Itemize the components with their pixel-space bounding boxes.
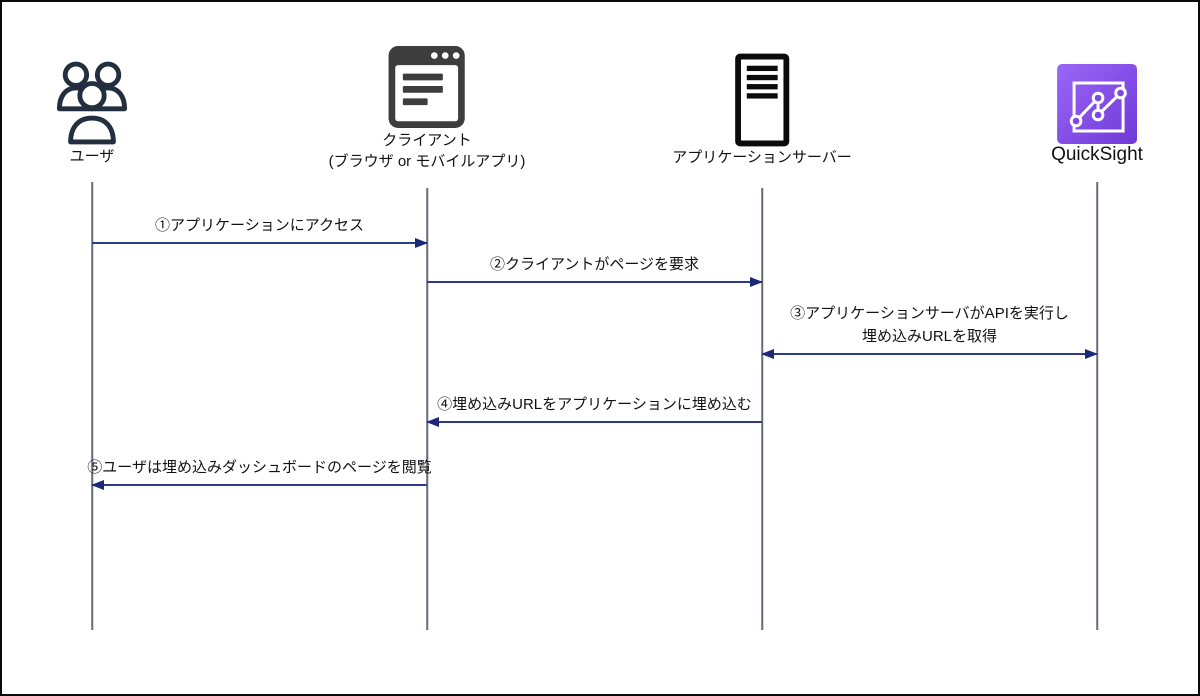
lifeline-user xyxy=(91,182,93,630)
arrowhead-right-icon xyxy=(750,277,763,287)
server-icon xyxy=(734,53,790,147)
arrowhead-left-icon xyxy=(426,417,439,427)
message-1: ①アプリケーションにアクセス xyxy=(92,217,428,248)
browser-icon xyxy=(388,46,466,128)
message-3: ③アプリケーションサーバがAPIを実行し 埋め込みURLを取得 xyxy=(761,305,1098,359)
message-5: ⑤ユーザは埋め込みダッシュボードのページを閲覧 xyxy=(87,459,432,490)
actor-client-sublabel: (ブラウザ or モバイルアプリ) xyxy=(328,153,526,170)
arrowhead-left-icon xyxy=(761,349,774,359)
message-2-line xyxy=(427,281,762,283)
message-4: ④埋め込みURLをアプリケーションに埋め込む xyxy=(426,396,762,427)
lifeline-client xyxy=(426,188,428,630)
message-3-label: ③アプリケーションサーバがAPIを実行し 埋め込みURLを取得 xyxy=(790,302,1069,348)
arrowhead-left-icon xyxy=(91,480,104,490)
message-2: ②クライアントがページを要求 xyxy=(427,256,763,287)
lifeline-quicksight xyxy=(1096,182,1098,630)
actor-app-server-label: アプリケーションサーバー xyxy=(672,149,852,166)
actor-quicksight: QuickSight xyxy=(1051,64,1143,166)
message-5-label: ⑤ユーザは埋め込みダッシュボードのページを閲覧 xyxy=(87,459,432,476)
message-1-label: ①アプリケーションにアクセス xyxy=(155,217,364,234)
message-3-label-line2: 埋め込みURLを取得 xyxy=(861,328,998,345)
actor-quicksight-label: QuickSight xyxy=(1051,144,1143,165)
users-icon xyxy=(56,61,128,145)
actor-user: ユーザ xyxy=(55,58,129,167)
message-4-label: ④埋め込みURLをアプリケーションに埋め込む xyxy=(437,396,752,413)
actor-user-label: ユーザ xyxy=(69,148,115,165)
message-1-line xyxy=(92,242,427,244)
message-5-line xyxy=(92,484,427,486)
quicksight-icon xyxy=(1057,64,1137,144)
arrowhead-right-icon xyxy=(415,238,428,248)
actor-app-server: アプリケーションサーバー xyxy=(672,53,852,168)
message-4-line xyxy=(427,421,762,423)
message-3-label-line1: ③アプリケーションサーバがAPIを実行し xyxy=(790,305,1069,322)
actor-client: クライアント (ブラウザ or モバイルアプリ) xyxy=(328,44,526,172)
actor-client-label: クライアント xyxy=(382,132,472,149)
arrowhead-right-icon xyxy=(1085,349,1098,359)
message-2-label: ②クライアントがページを要求 xyxy=(489,256,700,273)
lifeline-app-server xyxy=(761,188,763,630)
message-3-line xyxy=(762,353,1097,355)
